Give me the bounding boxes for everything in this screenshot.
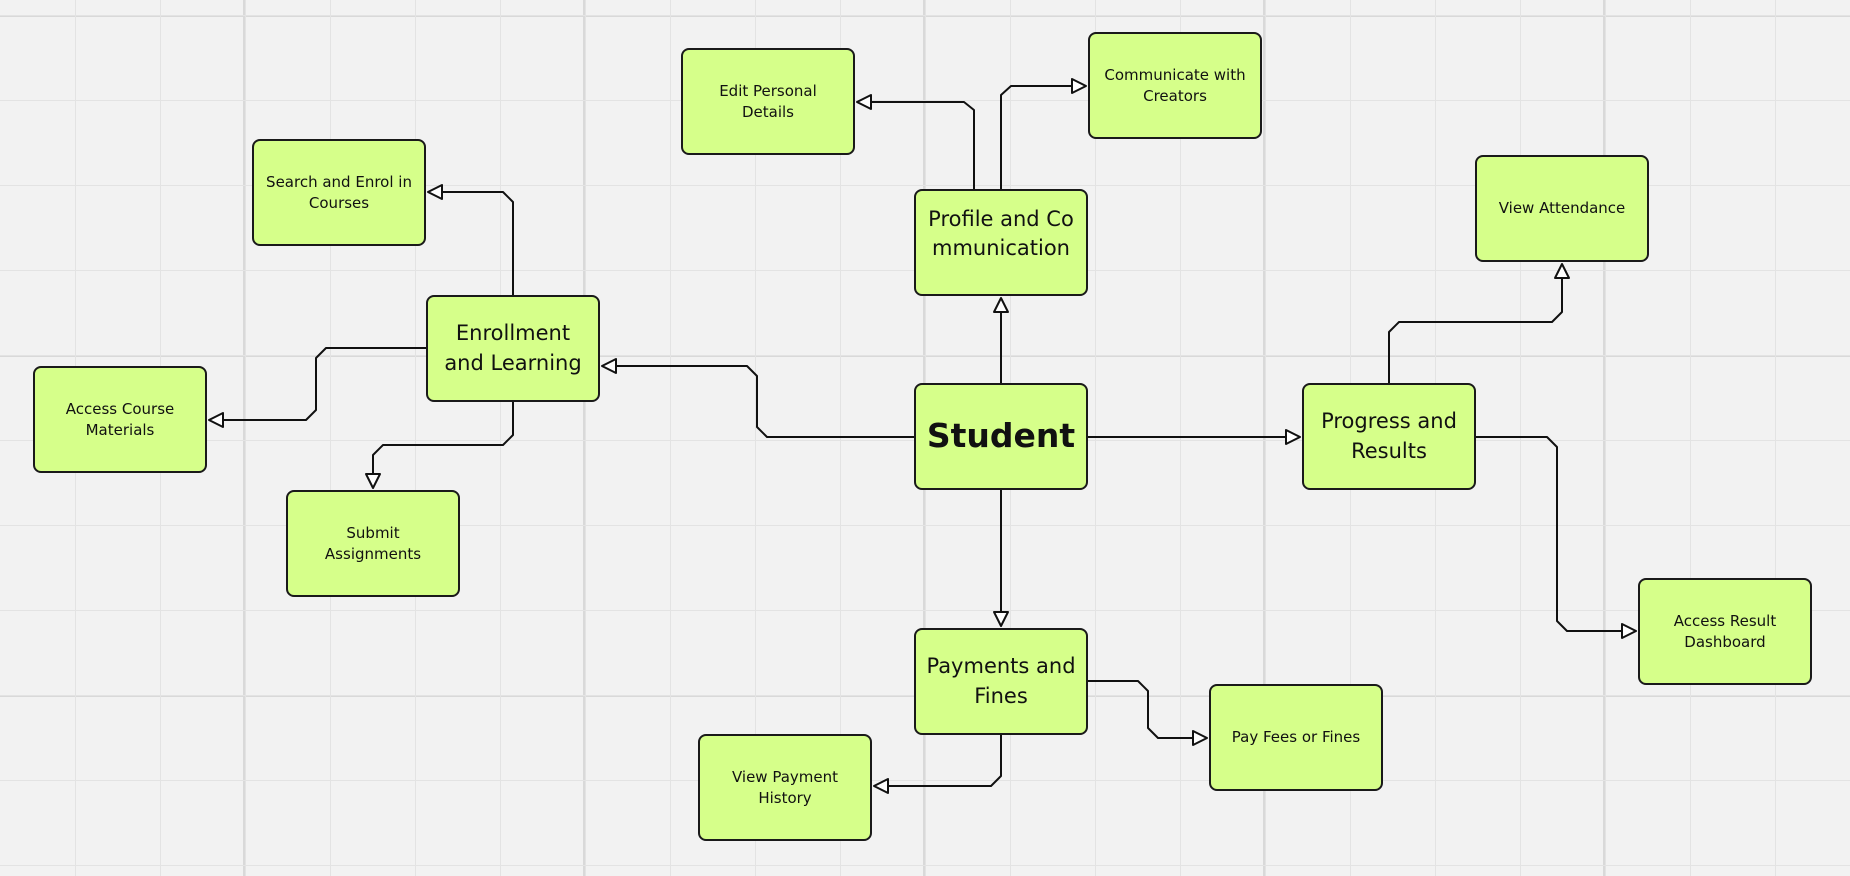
view-attendance-node[interactable]: View Attendance — [1475, 155, 1649, 262]
payments-fines-node[interactable]: Payments and Fines — [914, 628, 1088, 735]
communicate-with-creators-node[interactable]: Communicate with Creators — [1088, 32, 1262, 139]
connector-profile-to-communicate[interactable] — [1000, 85, 1072, 189]
connector-student-to-enrollment[interactable] — [616, 365, 914, 438]
connector-progress-to-view_attendance[interactable] — [1388, 278, 1563, 383]
arrowhead-view_payment_history — [873, 778, 889, 794]
arrowhead-submit_assignments — [365, 473, 381, 489]
arrowhead-access_dashboard — [1621, 623, 1637, 639]
connector-profile-to-edit_details[interactable] — [871, 101, 975, 189]
connector-enrollment-to-access_materials[interactable] — [223, 347, 426, 421]
view-payment-history-node[interactable]: View Payment History — [698, 734, 872, 841]
edit-personal-details-node[interactable]: Edit Personal Details — [681, 48, 855, 155]
arrowhead-edit_details — [856, 94, 872, 110]
submit-assignments-node[interactable]: Submit Assignments — [286, 490, 460, 597]
pay-fees-fines-node[interactable]: Pay Fees or Fines — [1209, 684, 1383, 791]
arrowhead-progress — [1285, 429, 1301, 445]
connector-enrollment-to-search_enrol[interactable] — [442, 191, 514, 295]
access-result-dashboard-node[interactable]: Access Result Dashboard — [1638, 578, 1812, 685]
arrowhead-payments — [993, 611, 1009, 627]
search-enrol-courses-node[interactable]: Search and Enrol in Courses — [252, 139, 426, 246]
arrowhead-enrollment — [601, 358, 617, 374]
arrowhead-access_materials — [208, 412, 224, 428]
arrowhead-profile — [993, 297, 1009, 313]
arrowhead-view_attendance — [1554, 263, 1570, 279]
student-node[interactable]: Student — [914, 383, 1088, 490]
connector-payments-to-view_payment_history[interactable] — [888, 735, 1002, 787]
arrowhead-pay_fees — [1192, 730, 1208, 746]
connector-payments-to-pay_fees[interactable] — [1088, 680, 1193, 739]
access-course-materials-node[interactable]: Access Course Materials — [33, 366, 207, 473]
profile-communication-node[interactable]: Profile and Communication — [914, 189, 1088, 296]
connector-enrollment-to-submit_assignments[interactable] — [372, 402, 514, 474]
connector-progress-to-access_dashboard[interactable] — [1476, 436, 1622, 632]
arrowhead-search_enrol — [427, 184, 443, 200]
arrowhead-communicate — [1071, 78, 1087, 94]
progress-results-node[interactable]: Progress and Results — [1302, 383, 1476, 490]
enrollment-learning-node[interactable]: Enrollment and Learning — [426, 295, 600, 402]
